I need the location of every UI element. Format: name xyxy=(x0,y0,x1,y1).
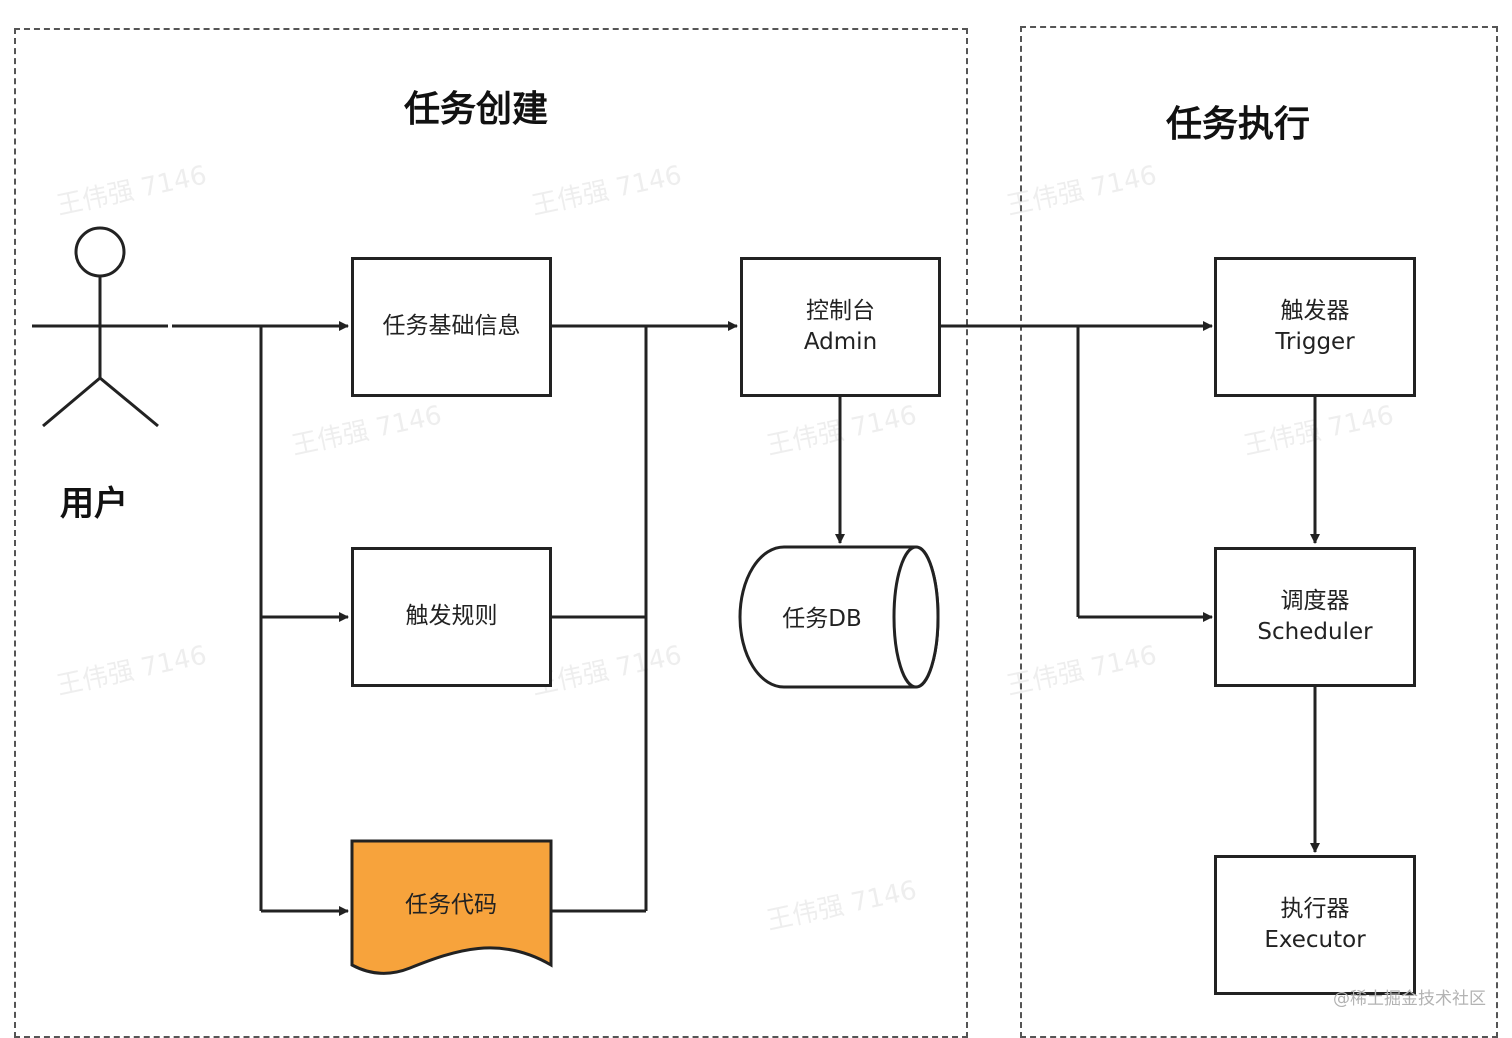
executor-cn-label: 执行器 xyxy=(1280,895,1350,922)
scheduler-en-label: Scheduler xyxy=(1257,619,1373,645)
basic-info-node: 任务基础信息 xyxy=(351,257,552,397)
task-execution-title: 任务执行 xyxy=(1165,104,1311,145)
trigger-en-label: Trigger xyxy=(1275,329,1355,355)
user-actor-label: 用户 xyxy=(60,484,128,524)
executor-en-label: Executor xyxy=(1264,927,1366,953)
task-code-label: 任务代码 xyxy=(405,892,497,918)
executor-node: 执行器 Executor xyxy=(1214,855,1416,995)
scheduler-cn-label: 调度器 xyxy=(1280,587,1350,614)
task-code-document-shape xyxy=(350,839,553,975)
admin-node: 控制台 Admin xyxy=(740,257,941,397)
trigger-rules-node: 触发规则 xyxy=(351,547,552,687)
trigger-rules-label: 触发规则 xyxy=(405,603,498,630)
actor-head-icon xyxy=(74,226,126,278)
admin-cn-label: 控制台 xyxy=(806,297,875,324)
site-watermark: @稀土掘金技术社区 xyxy=(1333,989,1486,1009)
task-db-label: 任务DB xyxy=(782,606,862,632)
admin-en-label: Admin xyxy=(803,329,878,355)
basic-info-label: 任务基础信息 xyxy=(382,313,521,340)
actor-right-leg-line xyxy=(99,376,159,428)
trigger-node: 触发器 Trigger xyxy=(1214,257,1416,397)
task-creation-title: 任务创建 xyxy=(403,89,549,130)
task-db-cylinder-end xyxy=(892,545,940,689)
trigger-cn-label: 触发器 xyxy=(1280,297,1350,324)
scheduler-node: 调度器 Scheduler xyxy=(1214,547,1416,687)
actor-left-leg-line xyxy=(42,376,101,428)
